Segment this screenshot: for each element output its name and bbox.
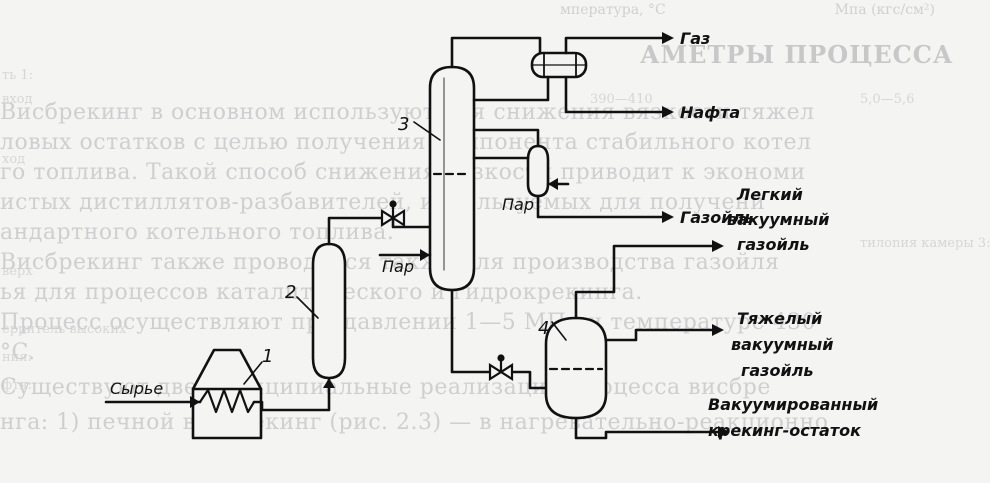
background-side-label: ть 1: bbox=[2, 68, 34, 83]
unit-number-column: 3 bbox=[398, 114, 409, 135]
label-gasoil: Газойль bbox=[680, 208, 754, 227]
background-table-header: мпература, °C Мпа (кгс/см²) bbox=[560, 2, 935, 18]
arrow-gas bbox=[662, 32, 674, 44]
arrow-vacuum-residue bbox=[718, 426, 730, 438]
label-heavy-vgo: Тяжелый вакуумный газойль bbox=[731, 309, 833, 380]
valve-column-bottoms bbox=[488, 354, 514, 382]
background-table-value: 5,0—5,6 bbox=[860, 92, 915, 107]
background-side-label: фтя: bbox=[2, 378, 32, 393]
reactor-vessel bbox=[311, 242, 347, 380]
label-gas: Газ bbox=[680, 29, 710, 48]
column-overhead-line bbox=[450, 36, 542, 72]
background-side-label: вход bbox=[2, 92, 33, 107]
unit-number-furnace: 1 bbox=[262, 346, 273, 367]
label-heavy-vgo-line-3: газойль bbox=[741, 361, 814, 380]
background-text-line: ловых остатков с целью получения компоне… bbox=[0, 130, 812, 155]
stripper-vessel bbox=[526, 144, 550, 198]
reactor-to-column-line bbox=[327, 216, 432, 246]
leader-line-1 bbox=[243, 361, 263, 385]
label-vacuum-residue: Вакуумированный крекинг-остаток bbox=[708, 395, 878, 440]
label-heavy-vgo-line-2: вакуумный bbox=[731, 335, 833, 354]
column-vessel bbox=[428, 65, 476, 292]
background-text-line: °C. bbox=[0, 340, 36, 365]
heavy-vgo-line bbox=[604, 328, 716, 342]
furnace-unit-1 bbox=[191, 348, 263, 440]
arrow-naphtha bbox=[662, 106, 674, 118]
leader-line-3 bbox=[413, 121, 441, 141]
vacuum-column-4 bbox=[544, 316, 608, 420]
unit-number-vacuum-column: 4 bbox=[538, 318, 549, 339]
unit-number-reactor: 2 bbox=[285, 282, 296, 303]
valve-reactor-outlet bbox=[380, 200, 406, 228]
background-table-value: 390—410 bbox=[590, 92, 653, 107]
vacuum-residue-line bbox=[574, 416, 722, 440]
background-text-line: го топлива. Такой способ снижения вязкос… bbox=[0, 160, 806, 185]
arrow-heavy-vgo bbox=[712, 324, 724, 336]
fractionation-column-3 bbox=[428, 65, 476, 292]
reactor-unit-2 bbox=[311, 242, 347, 380]
arrow-feed bbox=[190, 396, 200, 408]
column-to-stripper-line bbox=[472, 128, 540, 148]
arrow-gasoil bbox=[662, 211, 674, 223]
background-side-label: верх bbox=[2, 264, 33, 279]
side-stripper bbox=[526, 144, 550, 198]
label-light-vgo-line-1: Легкий bbox=[736, 185, 803, 204]
leader-line-4 bbox=[551, 321, 567, 341]
label-light-vgo-line-3: газойль bbox=[737, 235, 810, 254]
background-side-label: ход bbox=[2, 152, 26, 167]
furnace-body bbox=[191, 348, 263, 440]
background-text-line: Висбрекинг в основном используют для сни… bbox=[0, 100, 815, 125]
label-naphtha: Нафта bbox=[680, 103, 740, 122]
reflux-line bbox=[472, 75, 550, 102]
gas-outlet-line bbox=[564, 36, 664, 55]
label-light-vgo-line-2: вакуумный bbox=[727, 210, 829, 229]
overhead-condenser bbox=[530, 51, 588, 79]
furnace-to-reactor-line bbox=[252, 376, 331, 412]
label-light-vgo: Легкий вакуумный газойль bbox=[727, 185, 829, 254]
label-vacuum-residue-line-2: крекинг-остаток bbox=[708, 421, 862, 440]
gasoil-outlet-line bbox=[536, 194, 664, 219]
arrow-light-vgo bbox=[712, 240, 724, 252]
label-feed: Сырье bbox=[110, 379, 163, 398]
background-text-line: Существуют две принципиальные реализации… bbox=[0, 375, 771, 400]
arrow-steam-stripper bbox=[548, 178, 558, 190]
background-side-label: ния: bbox=[2, 350, 32, 365]
naphtha-line bbox=[564, 75, 664, 114]
furnace-coil bbox=[198, 388, 256, 414]
leader-line-2 bbox=[296, 296, 319, 319]
label-heavy-vgo-line-1: Тяжелый bbox=[737, 309, 822, 328]
background-side-label: ерритель высоких bbox=[2, 322, 127, 337]
background-table-col-1: мпература, °C bbox=[560, 2, 666, 18]
label-steam-stripper: Пар bbox=[502, 195, 534, 214]
background-side-label: тилоnия камеры 3: bbox=[860, 236, 990, 251]
label-steam-column: Пар bbox=[382, 257, 414, 276]
light-vgo-line bbox=[574, 244, 716, 320]
background-heading: АМЕТРЫ ПРОЦЕССА bbox=[640, 40, 954, 69]
arrow-reactor-inlet bbox=[323, 378, 335, 388]
background-table-col-2: Мпа (кгс/см²) bbox=[834, 2, 935, 18]
label-vacuum-residue-line-1: Вакуумированный bbox=[708, 395, 878, 414]
arrow-steam-column bbox=[420, 249, 430, 261]
column-bottoms-line bbox=[450, 288, 548, 390]
